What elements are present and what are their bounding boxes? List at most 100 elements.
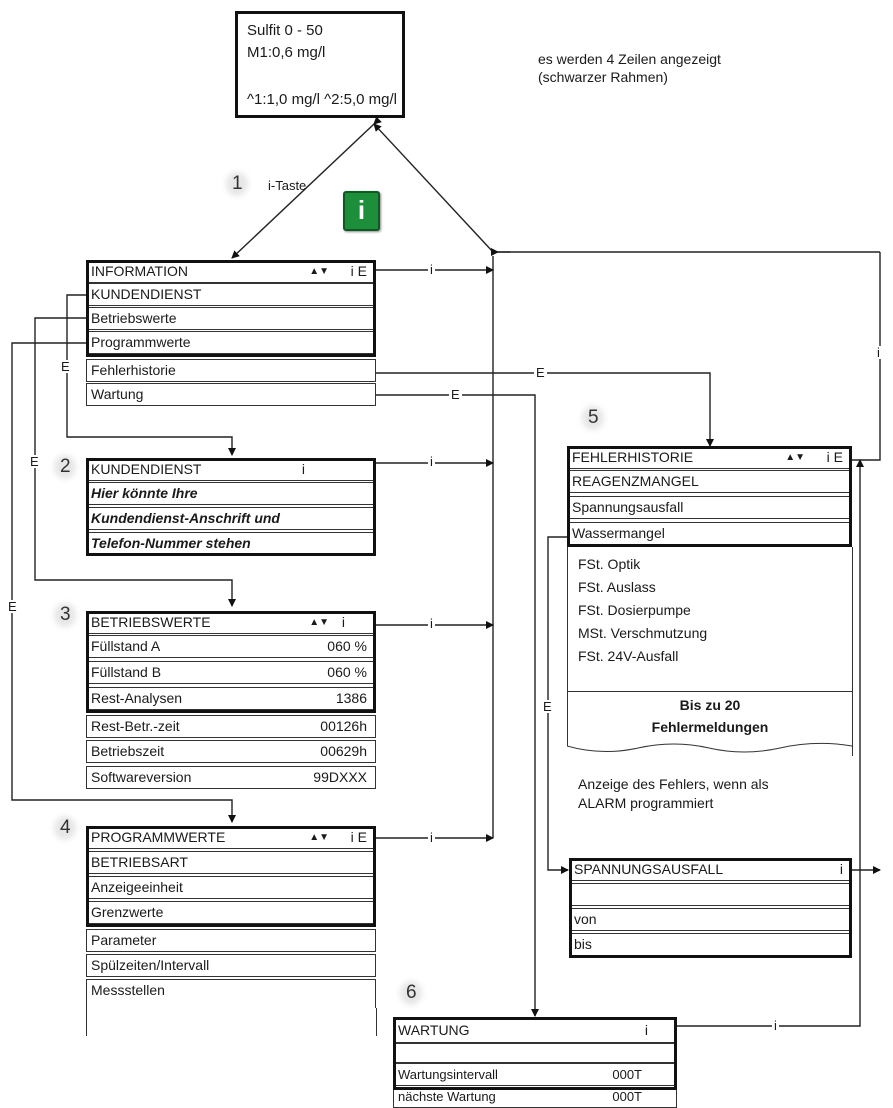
display-screen: Sulfit 0 - 50 M1:0,6 mg/l ^1:1,0 mg/l ^2… [235,11,405,118]
wartung-i-connector [677,459,864,1027]
fehlerhistorie-title: FEHLERHISTORIE [572,449,694,465]
spannungsausfall-keys: i [839,861,843,877]
error-item-wassermangel[interactable]: Wassermangel [567,522,852,545]
row-label: Softwareversion [91,769,192,785]
betriebswerte-row[interactable]: Füllstand A 060 % [86,635,376,658]
step-number-6: 6 [406,982,417,1003]
betriebswerte-row[interactable]: Rest-Analysen 1386 [86,687,376,710]
display-to-information-arrow [231,116,382,259]
info-key-icon[interactable]: i [343,191,380,231]
betriebswerte-row[interactable]: Füllstand B 060 % [86,661,376,684]
step-number-3: 3 [60,604,71,625]
spannungsausfall-row [569,883,852,906]
wartung-e-connector [376,394,539,1017]
programmwerte-e-connector [11,342,236,823]
step-number-5: 5 [588,407,599,428]
continuation-area [86,1008,377,1036]
row-value: 00629h [320,743,367,759]
row-value: 00126h [320,718,367,734]
connector-label-e: E [449,387,462,402]
spannungsausfall-title-row[interactable]: SPANNUNGSAUSFALL i [569,858,852,881]
connector-label-e: E [6,599,19,614]
row-label: Füllstand B [91,664,162,680]
wartung-row[interactable]: Wartungsintervall 000T [393,1063,677,1086]
error-item: FSt. Auslass [578,579,656,595]
menu-item-fehlerhistorie[interactable]: Fehlerhistorie [86,359,376,382]
row-label: Betriebszeit [91,743,165,759]
error-item-reagenzmangel[interactable]: REAGENZMANGEL [567,470,852,493]
betriebswerte-row[interactable]: Softwareversion 99DXXX [86,766,376,789]
wartung-row[interactable]: nächste Wartung 000T [393,1085,677,1108]
kundendienst-line-3: Telefon-Nummer stehen [86,532,376,555]
wartung-title-row[interactable]: WARTUNG i [393,1017,677,1043]
menu-item-kundendienst[interactable]: KUNDENDIENST [86,283,376,306]
alarm-note-1: Anzeige des Fehlers, wenn als [578,776,769,792]
fehlerhistorie-title-row[interactable]: FEHLERHISTORIE ▲▼ i E [567,446,852,469]
kundendienst-keys: i [301,461,305,477]
menu-item-grenzwerte[interactable]: Grenzwerte [86,901,376,924]
display-line-1: Sulfit 0 - 50 [247,22,323,39]
betriebswerte-row[interactable]: Rest-Betr.-zeit 00126h [86,715,376,738]
menu-item-wartung[interactable]: Wartung [86,383,376,406]
step-number-1: 1 [232,173,243,194]
kundendienst-title-row[interactable]: KUNDENDIENST i [86,458,376,481]
kundendienst-line-1: Hier könnte Ihre [86,482,376,505]
information-title: INFORMATION [91,263,188,279]
error-item-spannungsausfall[interactable]: Spannungsausfall [567,496,852,519]
menu-item-anzeigeeinheit[interactable]: Anzeigeeinheit [86,876,376,899]
row-label: nächste Wartung [398,1089,496,1104]
menu-item-messstellen[interactable]: Messstellen [86,979,376,1009]
step-number-4: 4 [60,817,71,838]
up-down-arrows-icon: ▲▼ [785,452,805,463]
menu-item-spuelzeiten[interactable]: Spülzeiten/Intervall [86,954,376,977]
menu-item-parameter[interactable]: Parameter [86,929,376,952]
up-down-arrows-icon: ▲▼ [309,832,329,843]
row-label: Wartungsintervall [398,1067,498,1082]
footer-line-2: Fehlermeldungen [651,719,769,735]
up-down-arrows-icon: ▲▼ [309,617,329,628]
menu-item-betriebsart[interactable]: BETRIEBSART [86,851,376,874]
programmwerte-title-row[interactable]: PROGRAMMWERTE ▲▼ i E [86,826,376,849]
spannungsausfall-menu: SPANNUNGSAUSFALL i von bis [569,858,852,958]
kundendienst-title: KUNDENDIENST [91,461,202,477]
display-note-1: es werden 4 Zeilen angezeigt [538,51,721,67]
wartung-keys: i [644,1022,648,1038]
connector-label-i: i [428,616,435,631]
betriebswerte-menu: BETRIEBSWERTE ▲▼ i Füllstand A 060 % Fül… [86,611,376,793]
connector-label-e: E [534,365,547,380]
up-down-arrows-icon: ▲▼ [309,266,329,277]
connector-label-e: E [541,699,554,714]
row-value: 060 % [327,664,367,680]
connector-label-e: E [28,454,41,469]
error-item: FSt. 24V-Ausfall [578,648,679,664]
divider [568,691,852,692]
wartung-menu: WARTUNG i Wartungsintervall 000T nächste… [393,1017,677,1108]
kundendienst-line-2: Kundendienst-Anschrift und [86,507,376,530]
connector-label-i: i [428,454,435,469]
wartung-title: WARTUNG [398,1022,470,1038]
programmwerte-menu: PROGRAMMWERTE ▲▼ i E BETRIEBSART Anzeige… [86,826,377,1036]
menu-item-programmwerte[interactable]: Programmwerte [86,331,376,354]
information-menu: INFORMATION ▲▼ i E KUNDENDIENST Betriebs… [86,260,376,408]
spannungsausfall-row-bis: bis [569,933,852,956]
return-to-display-arrow [373,123,494,253]
menu-item-betriebswerte[interactable]: Betriebswerte [86,307,376,330]
betriebswerte-title: BETRIEBSWERTE [91,614,211,630]
connector-label-i: i [428,262,435,277]
row-value: 000T [612,1067,642,1082]
betriebswerte-title-row[interactable]: BETRIEBSWERTE ▲▼ i [86,611,376,634]
step-number-2: 2 [60,456,71,477]
fehlerhistorie-keys: i E [826,449,843,465]
fehlerhistorie-menu: FEHLERHISTORIE ▲▼ i E REAGENZMANGEL Span… [567,446,853,756]
i-key-label: i-Taste [268,178,307,193]
row-label: Füllstand A [91,638,161,654]
programmwerte-title: PROGRAMMWERTE [91,829,226,845]
connector-label-i: i [772,1018,779,1033]
betriebswerte-row[interactable]: Betriebszeit 00629h [86,740,376,763]
display-line-4: ^1:1,0 mg/l ^2:5,0 mg/l [247,91,397,108]
kundendienst-menu: KUNDENDIENST i Hier könnte Ihre Kundendi… [86,458,376,556]
torn-edge [567,742,852,756]
row-value: 1386 [335,690,367,706]
row-label: Rest-Analysen [91,690,183,706]
information-title-row[interactable]: INFORMATION ▲▼ i E [86,260,376,283]
